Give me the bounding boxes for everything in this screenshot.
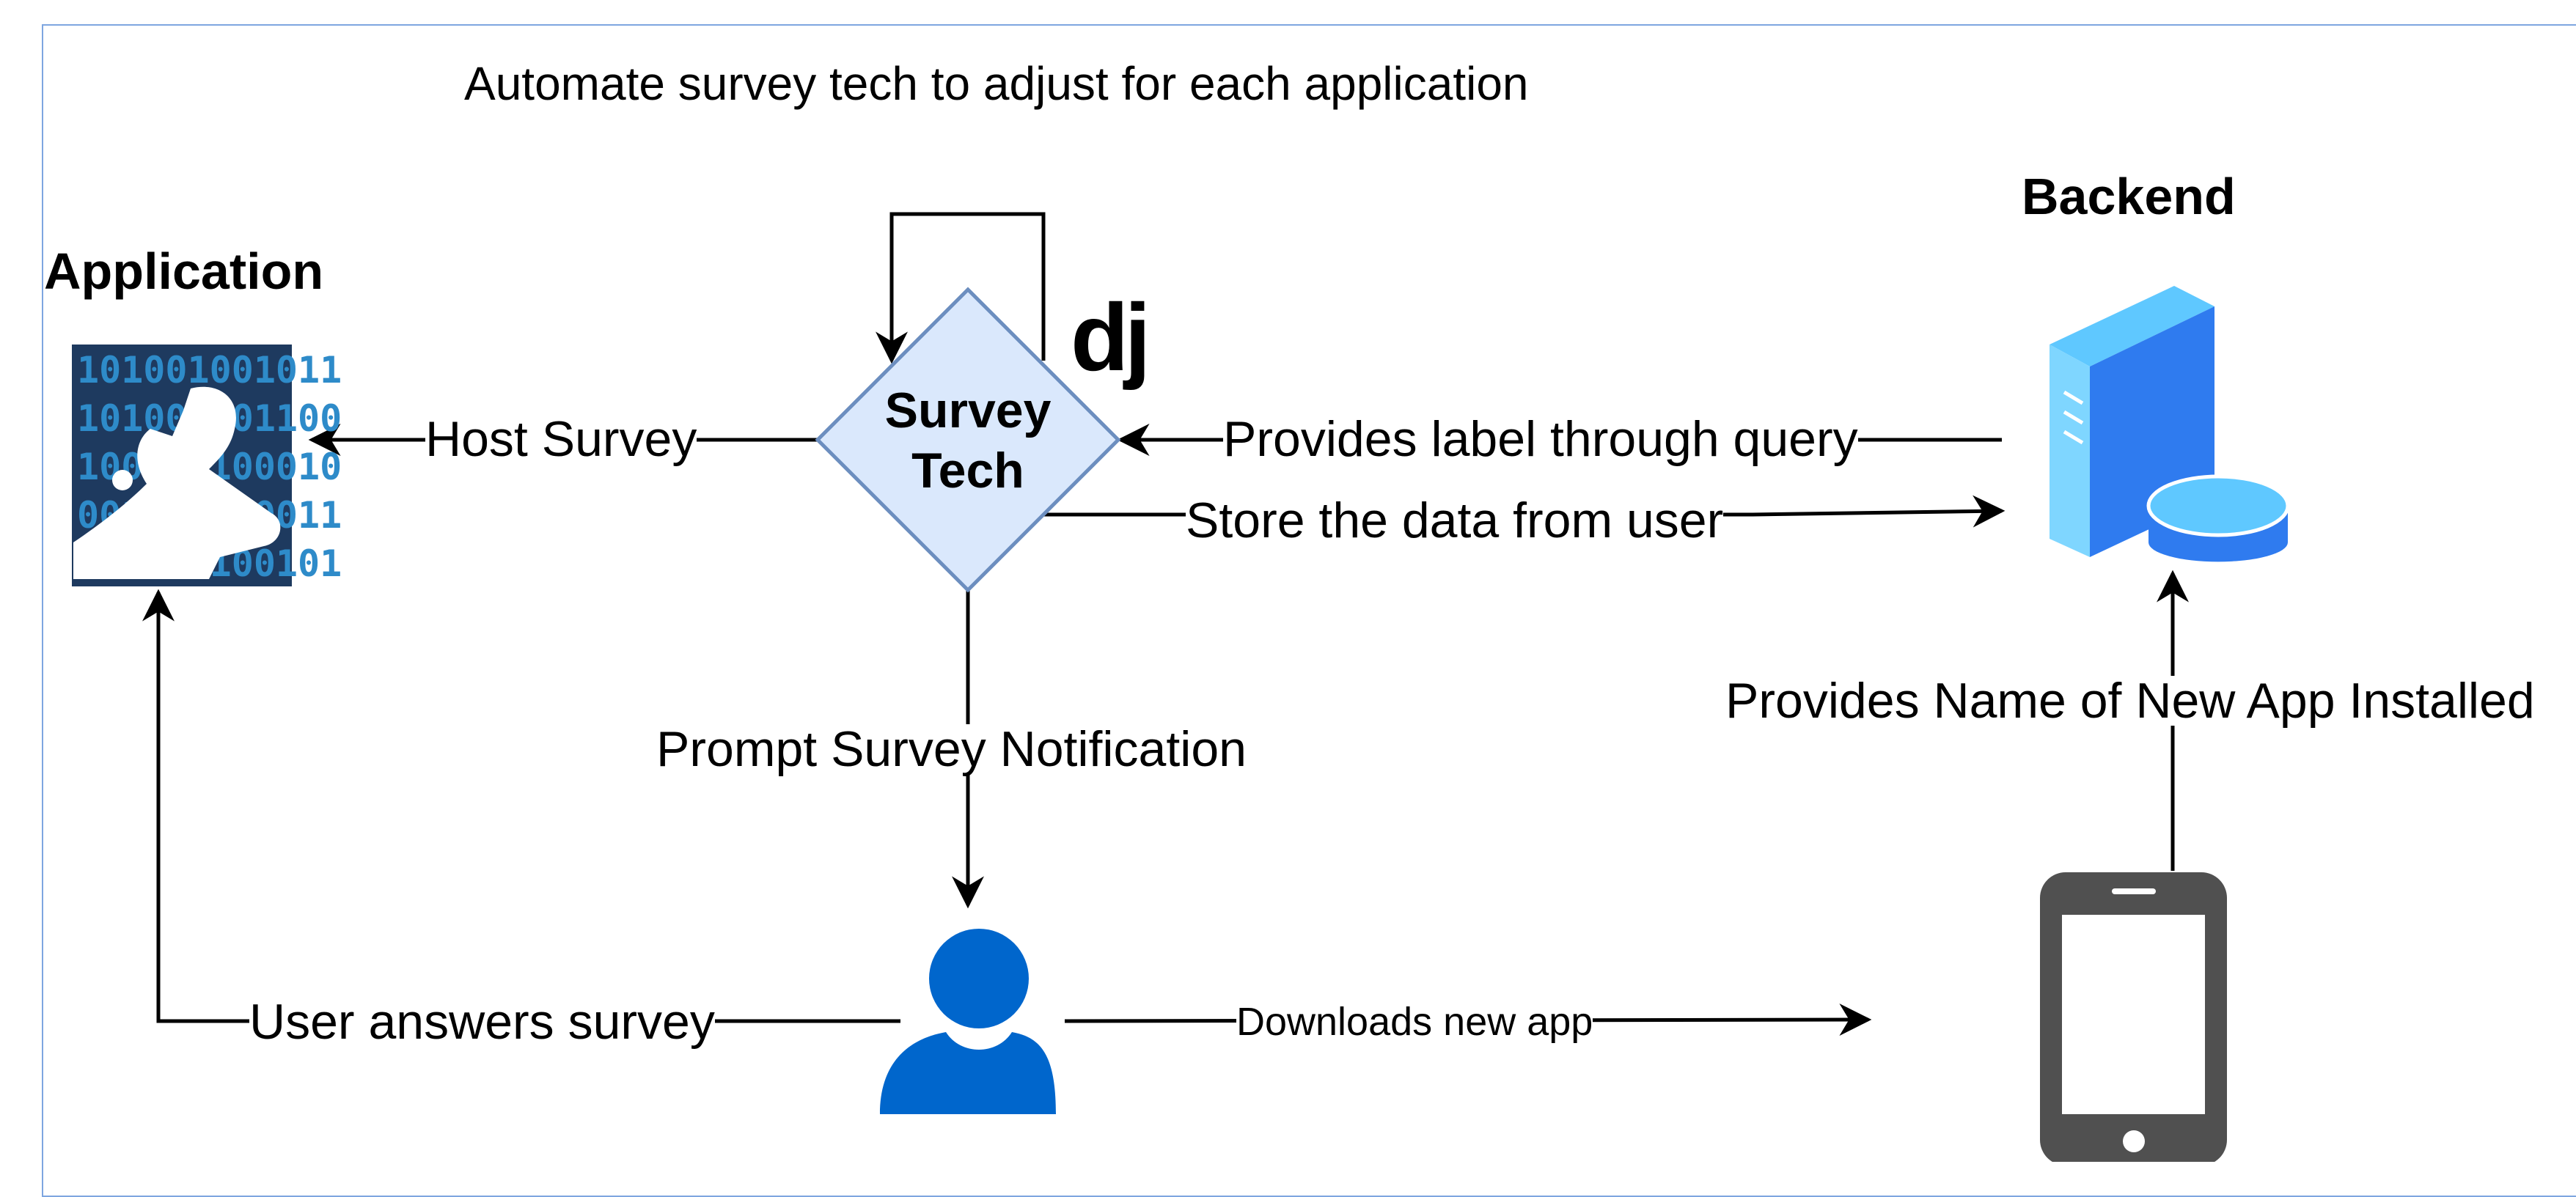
edge-label-user-answers: User answers survey [249, 994, 715, 1050]
self-loop-edge [876, 212, 1046, 364]
edge-label-store-data: Store the data from user [1186, 493, 1724, 548]
edge-label-provides-label: Provides label through query [1223, 411, 1858, 467]
connector-layer: 101001001011 101001001100 100110100010 0… [72, 212, 2290, 1162]
diagram-canvas: 101001001011 101001001100 100110100010 0… [42, 24, 2576, 1197]
survey-tech-diamond[interactable] [815, 287, 1121, 593]
user-icon[interactable] [880, 929, 1056, 1114]
svg-text:101001001011: 101001001011 [77, 349, 342, 391]
edge-label-host-survey: Host Survey [425, 411, 697, 467]
survey-tech-label: Survey Tech [851, 381, 1085, 501]
diagram-title: Automate survey tech to adjust for each … [464, 57, 1529, 110]
binary-code-tool-icon[interactable]: 101001001011 101001001100 100110100010 0… [72, 345, 342, 586]
django-logo-icon: dj [1071, 284, 1151, 391]
edge-label-provides-name: Provides Name of New App Installed [1725, 673, 2535, 729]
edge-user-answers [142, 589, 900, 1023]
survey-tech-line1: Survey [884, 383, 1052, 438]
edge-label-downloads-app: Downloads new app [1236, 1000, 1593, 1044]
server-database-icon[interactable] [2050, 286, 2290, 562]
edge-label-prompt-notification: Prompt Survey Notification [656, 721, 1247, 777]
smartphone-icon[interactable] [2040, 872, 2227, 1162]
survey-tech-line2: Tech [911, 442, 1024, 498]
application-heading: Application [44, 243, 324, 300]
backend-heading: Backend [2022, 168, 2236, 225]
